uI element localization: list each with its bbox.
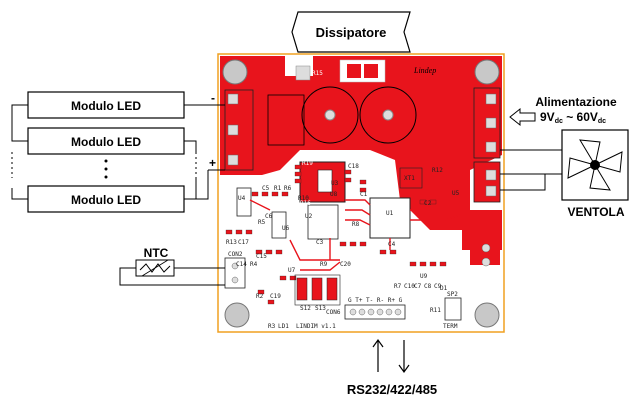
minus-sign: - — [211, 91, 215, 105]
designator-r4: R4 — [250, 261, 258, 268]
designator-u2: U2 — [305, 213, 313, 220]
designator-c10: C10 — [404, 283, 415, 290]
led-module-label: Modulo LED — [71, 193, 141, 207]
term-label: TERM — [443, 323, 458, 330]
rs-arrow-down-icon — [398, 340, 410, 374]
designator-u7: U7 — [288, 267, 296, 274]
designator-u6: U6 — [282, 225, 290, 232]
designator-r2: R2 — [256, 293, 264, 300]
designator-c1: C1 — [360, 191, 368, 198]
designator-r8: R8 — [352, 221, 360, 228]
designator-r16: R16 — [300, 200, 311, 207]
led-module-label: Modulo LED — [71, 135, 141, 149]
designator-c8: C8 — [424, 283, 432, 290]
designator-c9: C9 — [434, 283, 442, 290]
voltage-sep: ~ 60V — [563, 110, 598, 124]
con2-label: CON2 — [228, 251, 243, 258]
led-module-label: Modulo LED — [71, 99, 141, 113]
designator-r7: R7 — [394, 283, 402, 290]
designator-u5: U5 — [452, 190, 460, 197]
designator-r13: R13 — [226, 239, 237, 246]
designator-r9: R9 — [320, 261, 328, 268]
con6-label: CON6 — [326, 309, 341, 316]
designator-s13: S13 — [315, 305, 326, 312]
designator-r15: R15 — [312, 70, 323, 77]
plus-sign: + — [209, 156, 216, 170]
designator-c18: C18 — [348, 163, 359, 170]
designator-u3: U3 — [331, 180, 339, 187]
designator-r17: R17 — [302, 153, 313, 160]
led-module-box — [27, 185, 185, 213]
rs-arrow-up-icon — [372, 338, 384, 372]
rs-label: RS232/422/485 — [347, 382, 437, 397]
sp2-label: SP2 — [447, 291, 458, 298]
power-input: Alimentazione 9Vdc ~ 60Vdc — [509, 95, 617, 127]
voltage-sub-2: dc — [598, 118, 606, 125]
rs-interface: RS232/422/485 — [347, 338, 437, 397]
designator-c17: C17 — [238, 239, 249, 246]
designator-u8: U8 — [330, 191, 338, 198]
dissipatore-label: Dissipatore — [291, 11, 411, 53]
designator-c2: C2 — [424, 200, 432, 207]
designator-ld1: LD1 — [278, 323, 289, 330]
fan-icon — [567, 139, 623, 191]
designator-r5: R5 — [258, 219, 266, 226]
designator-u1: U1 — [386, 210, 394, 217]
led-modules: Modulo LED Modulo LED Modulo LED - + — [11, 91, 225, 213]
designator-r6: R6 — [284, 185, 292, 192]
ntc-label: NTC — [144, 246, 169, 260]
designator-r12: R12 — [432, 167, 443, 174]
ventola-label: VENTOLA — [567, 205, 624, 219]
designator-r1: R1 — [274, 185, 282, 192]
designator-c14: C14 — [236, 261, 247, 268]
pcb-board: Lindep — [217, 53, 505, 333]
designator-xt1: XT1 — [404, 175, 415, 182]
designator-c20: C20 — [340, 261, 351, 268]
voltage-sub-1: dc — [555, 118, 563, 125]
designator-c15: C15 — [256, 253, 267, 260]
designator-c6: C6 — [265, 213, 273, 220]
ntc-sensor: NTC — [119, 246, 225, 286]
board-name: LINDIM v1.1 — [296, 323, 336, 330]
designator-c19: C19 — [270, 293, 281, 300]
designator-c4: C4 — [388, 241, 396, 248]
designator-d1: D1 — [440, 285, 448, 292]
led-module-box — [27, 127, 185, 155]
designator-u9: U9 — [420, 273, 428, 280]
alimentazione-range: 9Vdc ~ 60Vdc — [540, 110, 606, 125]
designator-c3: C3 — [316, 239, 324, 246]
voltage-min: 9V — [540, 110, 555, 124]
designator-r10: R10 — [298, 195, 309, 202]
designator-r11: R11 — [430, 307, 441, 314]
pcb-brand: Lindep — [413, 66, 436, 75]
designator-s12: S12 — [300, 305, 311, 312]
designator-u4: U4 — [238, 195, 246, 202]
fan: VENTOLA — [500, 129, 629, 219]
designator-c7: C7 — [414, 283, 422, 290]
dissipatore-text: Dissipatore — [316, 25, 387, 40]
designator-r19: R19 — [302, 160, 313, 167]
input-arrow-icon — [509, 107, 536, 127]
alimentazione-label: Alimentazione — [535, 95, 617, 109]
designator-r3: R3 — [268, 323, 276, 330]
rs-pin-labels: G T+ T- R- R+ G — [348, 297, 403, 304]
designator-c5: C5 — [262, 185, 270, 192]
